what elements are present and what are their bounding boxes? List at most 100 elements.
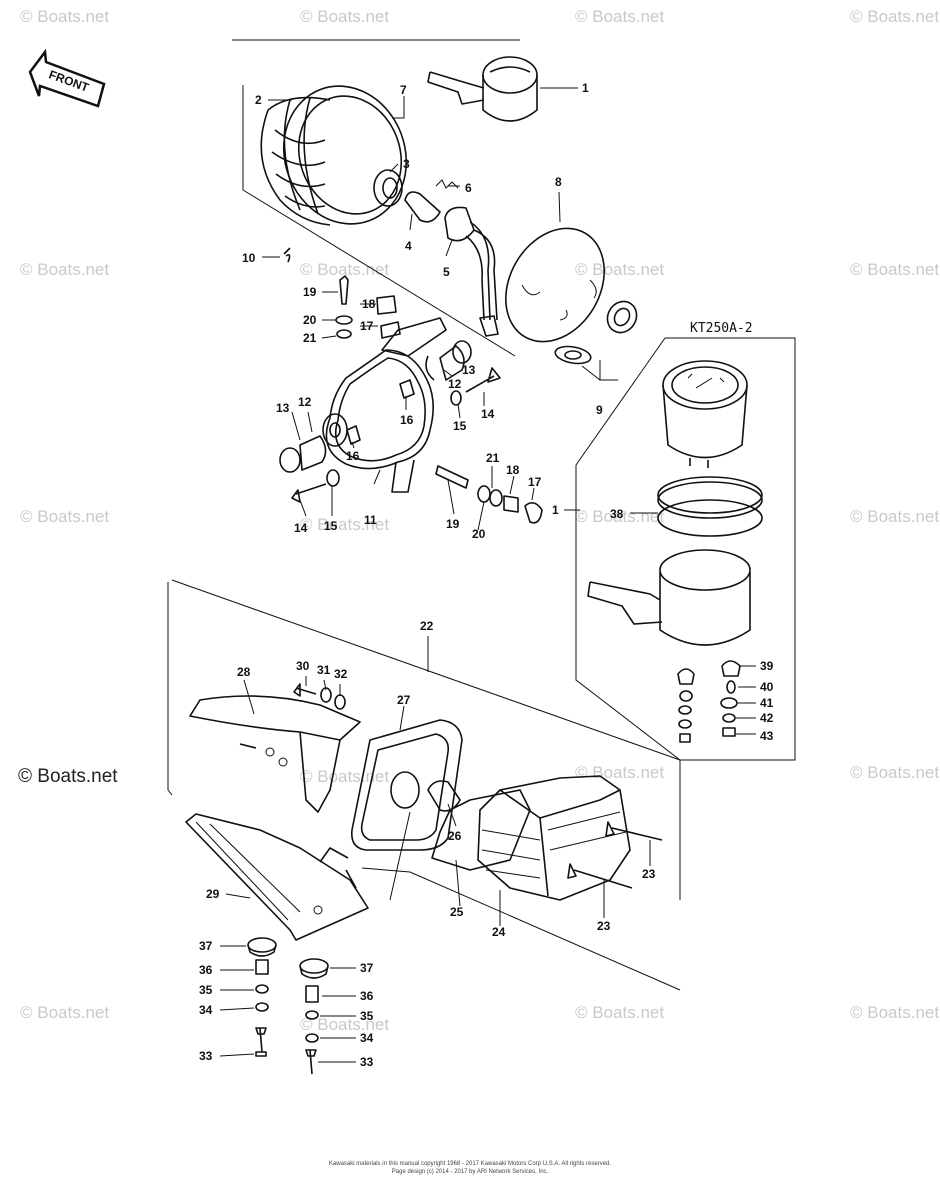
callout-33: 33 — [360, 1055, 374, 1069]
callout-43: 43 — [760, 729, 774, 743]
part-collar-16 — [346, 379, 415, 445]
callout-17: 17 — [528, 475, 542, 489]
callout-15: 15 — [324, 519, 338, 533]
callout-29: 29 — [206, 887, 220, 901]
callout-32: 32 — [334, 667, 348, 681]
callout-18: 18 — [506, 463, 520, 477]
callout-24: 24 — [492, 925, 506, 939]
part-mount-stack-upper — [335, 275, 401, 339]
part-tail-lens — [477, 775, 631, 901]
callout-37: 37 — [360, 961, 374, 975]
watermark: © Boats.net — [850, 7, 939, 26]
watermark: © Boats.net — [300, 767, 389, 786]
watermark: © Boats.net — [300, 1015, 389, 1034]
watermark: © Boats.net — [300, 260, 389, 279]
callout-28: 28 — [237, 665, 251, 679]
part-bushing-right — [425, 340, 472, 381]
part-plate-bracket — [185, 813, 369, 941]
callout-5: 5 — [443, 265, 450, 279]
tail-light-group-frame — [167, 579, 681, 900]
callout-13: 13 — [276, 401, 290, 415]
part-bulb — [404, 191, 441, 223]
callout-39: 39 — [760, 659, 774, 673]
callout-42: 42 — [760, 711, 774, 725]
callout-25: 25 — [450, 905, 464, 919]
footer-line-1: Kawasaki materials in this manual copyri… — [329, 1161, 611, 1167]
callout-8: 8 — [555, 175, 562, 189]
callout-22: 22 — [420, 619, 434, 633]
callout-31: 31 — [317, 663, 331, 677]
part-gauge-hardware — [677, 660, 741, 743]
callout-41: 41 — [760, 696, 774, 710]
part-gauge-cup — [587, 549, 751, 646]
watermark: © Boats.net — [20, 507, 109, 526]
watermark: © Boats.net — [575, 1003, 664, 1022]
callout-9: 9 — [596, 403, 603, 417]
callout-34: 34 — [199, 1003, 213, 1017]
watermark-layer: © Boats.net © Boats.net © Boats.net © Bo… — [18, 7, 939, 1034]
part-tail-gasket — [431, 789, 531, 871]
part-fender-bracket — [189, 695, 361, 813]
callout-36: 36 — [360, 989, 374, 1003]
part-mount-stack-left — [247, 937, 277, 1057]
callout-18: 18 — [362, 297, 376, 311]
watermark: © Boats.net — [300, 7, 389, 26]
callout-34: 34 — [360, 1031, 374, 1045]
callout-14: 14 — [294, 521, 308, 535]
callout-23: 23 — [597, 919, 611, 933]
callout-26: 26 — [448, 829, 462, 843]
callout-15: 15 — [453, 419, 467, 433]
watermark: © Boats.net — [575, 763, 664, 782]
watermark: © Boats.net — [20, 7, 109, 26]
callout-3: 3 — [403, 157, 410, 171]
part-mount-stack-right — [299, 958, 329, 1075]
callout-16: 16 — [400, 413, 414, 427]
watermark-dark: © Boats.net — [18, 766, 118, 787]
callout-4: 4 — [405, 239, 412, 253]
callout-1: 1 — [552, 503, 559, 517]
part-socket — [444, 206, 499, 337]
callout-6: 6 — [465, 181, 472, 195]
part-wire-clip — [435, 179, 459, 189]
part-mount-stack-lower — [435, 465, 543, 524]
watermark: © Boats.net — [575, 7, 664, 26]
part-gauge-ring — [657, 476, 763, 537]
callout-23: 23 — [642, 867, 656, 881]
part-speedometer — [427, 56, 538, 122]
headlight-group-frame — [232, 39, 520, 357]
watermark: © Boats.net — [850, 763, 939, 782]
copyright-footer: Kawasaki materials in this manual copyri… — [329, 1161, 611, 1175]
watermark: © Boats.net — [850, 507, 939, 526]
callout-30: 30 — [296, 659, 310, 673]
part-speedometer-gauge — [662, 360, 748, 468]
part-tail-screws — [567, 821, 663, 889]
callout-7: 7 — [400, 83, 407, 97]
watermark: © Boats.net — [575, 507, 664, 526]
callout-2: 2 — [255, 93, 262, 107]
callout-21: 21 — [303, 331, 317, 345]
callout-33: 33 — [199, 1049, 213, 1063]
kt250a-2-box: KT250A-2 — [575, 321, 796, 761]
callout-20: 20 — [472, 527, 486, 541]
callout-19: 19 — [446, 517, 460, 531]
tail-light-group-frame-lower — [361, 811, 681, 991]
callout-12: 12 — [298, 395, 312, 409]
front-arrow-icon: FRONT — [28, 48, 106, 108]
callout-40: 40 — [760, 680, 774, 694]
watermark: © Boats.net — [300, 515, 389, 534]
callout-14: 14 — [481, 407, 495, 421]
watermark: © Boats.net — [20, 260, 109, 279]
callout-37: 37 — [199, 939, 213, 953]
part-small-pin — [283, 247, 291, 263]
part-lens-cover — [505, 227, 605, 343]
callout-19: 19 — [303, 285, 317, 299]
watermark: © Boats.net — [850, 260, 939, 279]
part-washer-15 — [326, 390, 462, 487]
part-headlight-guard — [260, 96, 331, 226]
callout-16: 16 — [346, 449, 360, 463]
callout-numbers: 1 2 7 3 6 8 4 5 10 19 18 20 17 21 9 13 1… — [199, 81, 774, 1069]
part-bulb-ring — [373, 169, 403, 207]
callout-27: 27 — [397, 693, 411, 707]
callout-21: 21 — [486, 451, 500, 465]
